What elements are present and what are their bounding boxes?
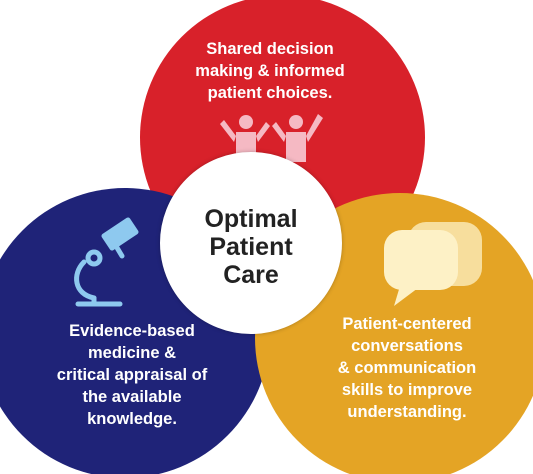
evidence-based-line-3: critical appraisal of — [56, 366, 208, 384]
patient-centered-line-4: skills to improve — [341, 381, 473, 399]
evidence-based-label: Evidence-based medicine & critical appra… — [16, 320, 248, 430]
evidence-based-line-2: medicine & — [87, 344, 177, 362]
patient-centered-line-2: conversations — [351, 337, 463, 355]
evidence-based-line-4: the available — [82, 388, 182, 406]
evidence-based-line-5: knowledge. — [87, 410, 177, 428]
patient-centered-label: Patient-centered conversations & communi… — [296, 313, 518, 423]
shared-decision-label: Shared decision making & informed patien… — [170, 38, 370, 104]
patient-centered-line-1: Patient-centered — [342, 315, 472, 333]
optimal-care-label: Optimal Patient Care — [160, 205, 342, 289]
microscope-icon — [74, 217, 139, 307]
optimal-care-line-3: Care — [223, 261, 279, 289]
evidence-based-line-1: Evidence-based — [69, 322, 195, 340]
people-raising-hands-icon — [220, 114, 323, 162]
optimal-care-line-1: Optimal — [204, 205, 298, 233]
optimal-care-circle — [160, 152, 342, 334]
patient-centered-line-3: & communication — [337, 359, 477, 377]
optimal-care-line-2: Patient — [209, 233, 293, 261]
shared-decision-line-2: making & informed — [195, 62, 345, 80]
speech-bubbles-icon — [384, 222, 482, 306]
shared-decision-line-3: patient choices. — [207, 84, 333, 102]
shared-decision-line-1: Shared decision — [206, 40, 334, 58]
patient-centered-line-5: understanding. — [347, 403, 467, 421]
